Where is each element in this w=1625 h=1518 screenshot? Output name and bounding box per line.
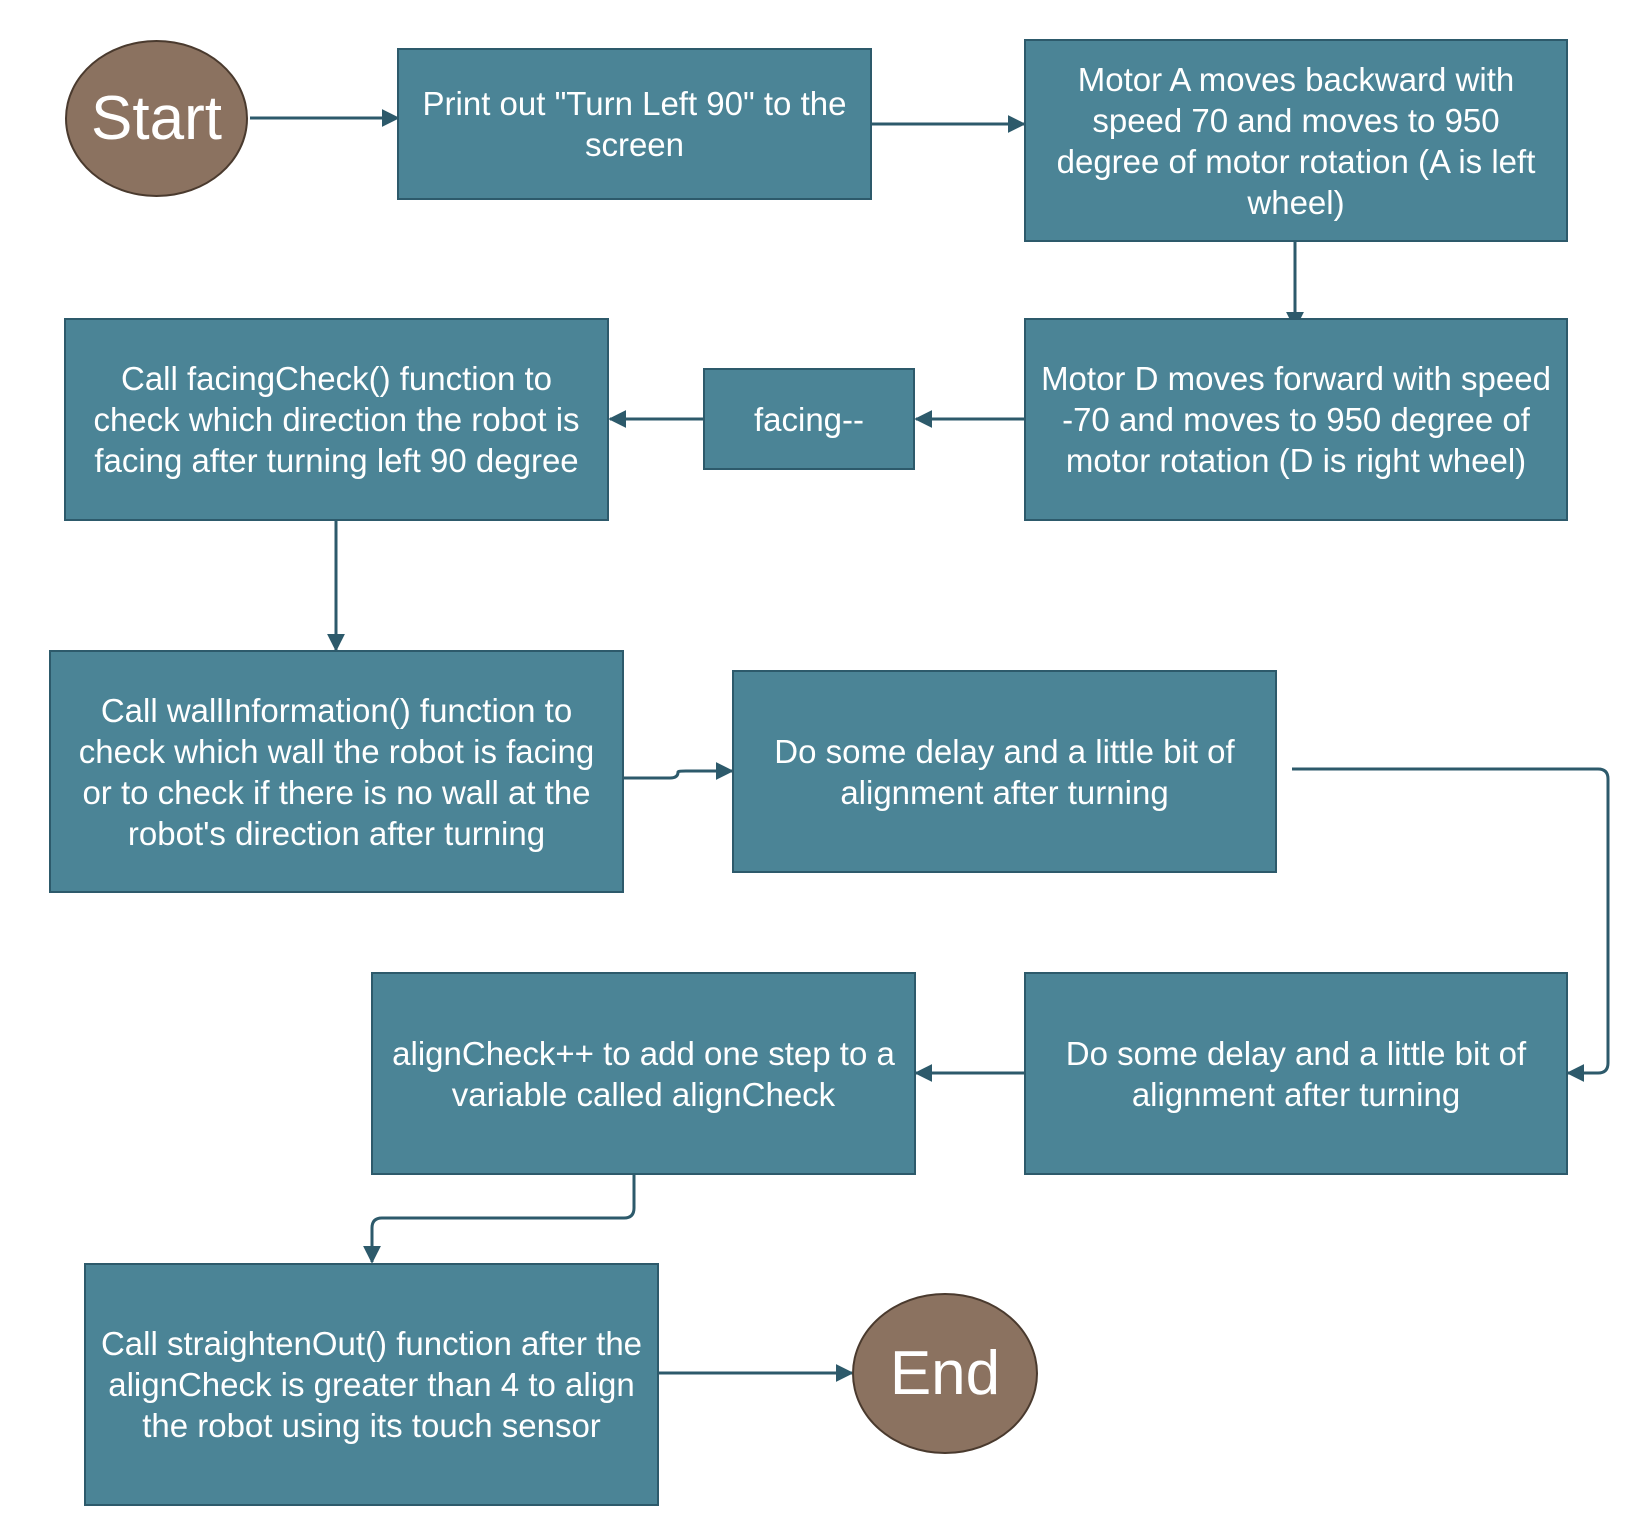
delay-alignment-step-2: Do some delay and a little bit of alignm… <box>1024 972 1568 1175</box>
motor-a-step: Motor A moves backward with speed 70 and… <box>1024 39 1568 242</box>
facing-check-step: Call facingCheck() function to check whi… <box>64 318 609 521</box>
arrow-delay-1-to-delay-2 <box>1292 767 1610 1082</box>
align-check-increment-step: alignCheck++ to add one step to a variab… <box>371 972 916 1175</box>
start-terminal: Start <box>65 40 248 197</box>
arrow-align-check-to-straighten <box>363 1174 636 1264</box>
wall-information-step: Call wallInformation() function to check… <box>49 650 624 893</box>
end-terminal: End <box>852 1293 1038 1454</box>
facing-decrement-step: facing-- <box>703 368 915 470</box>
print-turn-left-step: Print out "Turn Left 90" to the screen <box>397 48 872 200</box>
delay-alignment-step-1: Do some delay and a little bit of alignm… <box>732 670 1277 873</box>
arrow-wall-info-to-delay-1 <box>624 762 734 780</box>
straighten-out-step: Call straightenOut() function after the … <box>84 1263 659 1506</box>
motor-d-step: Motor D moves forward with speed -70 and… <box>1024 318 1568 521</box>
